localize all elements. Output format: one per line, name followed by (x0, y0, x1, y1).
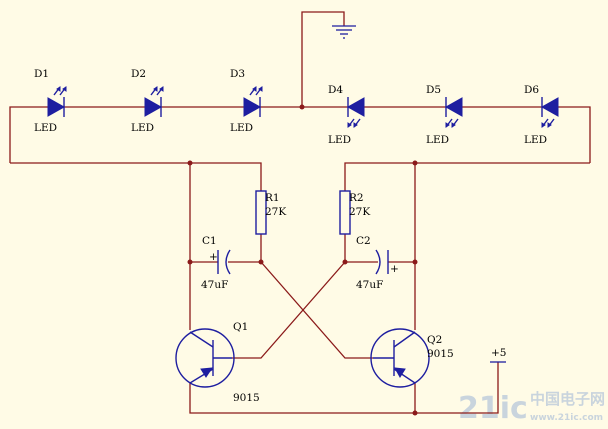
led-d6: D6 LED (524, 84, 559, 146)
ground-icon (332, 25, 356, 39)
capacitor-c1: C1 + 47uF (201, 235, 231, 291)
led-ref: D1 (34, 68, 49, 80)
led-d3: D3 LED (230, 68, 263, 134)
led-d2: D2 LED (131, 68, 164, 134)
cross-wire-a (260, 261, 373, 359)
led-d4: D4 LED (328, 84, 365, 146)
resistor-value: 27K (265, 206, 286, 218)
r1-top-wire (190, 162, 262, 191)
junction-dot (412, 259, 418, 265)
r2-top-wire (344, 162, 415, 191)
wires (9, 11, 591, 414)
transistor-q1: Q1 9015 (175, 321, 260, 404)
junction-dot (299, 104, 305, 110)
junction-dot (412, 160, 418, 166)
resistor-value: 27K (349, 206, 370, 218)
led-rail-wire (9, 106, 591, 163)
junction-dot (187, 259, 193, 265)
led-ref: D4 (328, 84, 343, 96)
transistor-ref: Q1 (233, 321, 248, 333)
cross-wire-b (232, 261, 346, 359)
ground-wire (301, 11, 345, 107)
resistor-r1: R1 27K (255, 190, 286, 235)
capacitor-ref: C1 (202, 235, 217, 247)
resistor-ref: R1 (265, 192, 280, 204)
capacitor-ref: C2 (356, 235, 371, 247)
capacitor-value: 47uF (201, 279, 228, 291)
transistor-ref: Q2 (427, 334, 442, 346)
led-value: LED (426, 134, 449, 146)
led-value: LED (131, 122, 154, 134)
led-ref: D5 (426, 84, 441, 96)
capacitor-c2: C2 + 47uF (356, 235, 399, 291)
junction-dot (187, 160, 193, 166)
junction-dot (412, 410, 418, 416)
led-value: LED (524, 134, 547, 146)
watermark: 21ic 中国电子网 www.21ic.com (458, 390, 605, 426)
junction-dot (342, 259, 348, 265)
led-ref: D2 (131, 68, 146, 80)
transistor-value: 9015 (233, 392, 260, 404)
resistor-ref: R2 (349, 192, 364, 204)
led-value: LED (34, 122, 57, 134)
capacitor-value: 47uF (356, 279, 383, 291)
led-value: LED (230, 122, 253, 134)
led-ref: D3 (230, 68, 245, 80)
watermark-url: www.21ic.com (530, 413, 603, 423)
capacitor-polarity: + (209, 251, 218, 263)
supply-terminal: +5 (490, 347, 506, 363)
watermark-cn: 中国电子网 (530, 390, 605, 408)
capacitor-polarity: + (390, 263, 399, 275)
junction-dot (258, 259, 264, 265)
led-d5: D5 LED (426, 84, 463, 146)
led-value: LED (328, 134, 351, 146)
transistor-q2: Q2 9015 (370, 328, 454, 388)
junctions (187, 104, 418, 416)
resistor-r2: R2 27K (339, 190, 370, 235)
led-d1: D1 LED (34, 68, 67, 134)
watermark-logo: 21ic (458, 391, 528, 426)
transistor-value: 9015 (427, 348, 454, 360)
supply-label: +5 (491, 347, 506, 359)
led-ref: D6 (524, 84, 539, 96)
supply-wire (189, 362, 499, 414)
